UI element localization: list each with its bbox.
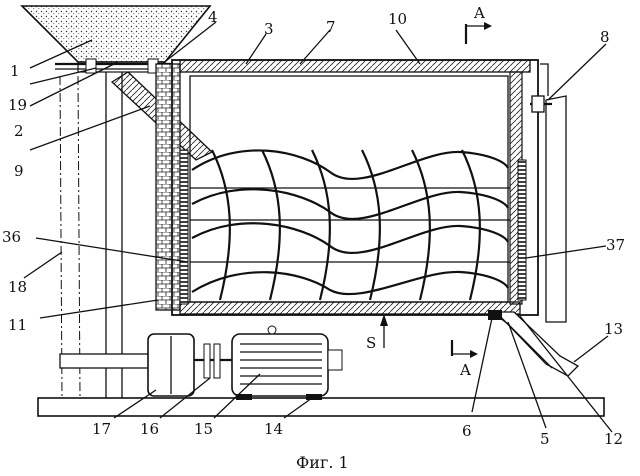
- support-posts: [60, 72, 122, 398]
- label-10: 10: [388, 10, 407, 28]
- label-6: 6: [462, 422, 472, 440]
- label-9: 9: [14, 162, 24, 180]
- section-marker-top-label: A: [473, 4, 485, 22]
- label-5: 5: [540, 430, 550, 448]
- label-13: 13: [604, 320, 623, 338]
- base-frame: [38, 398, 604, 416]
- label-7: 7: [326, 18, 336, 36]
- left-end-wall: [156, 64, 180, 310]
- figure-caption: Фиг. 1: [296, 453, 349, 472]
- drive-shaft: [60, 354, 152, 368]
- label-2: 2: [14, 122, 24, 140]
- flow-arrow: S: [366, 314, 388, 352]
- section-marker-bottom-label: A: [459, 361, 471, 379]
- label-11: 11: [8, 316, 27, 334]
- gearbox: [148, 334, 194, 396]
- label-18: 18: [8, 278, 27, 296]
- label-15: 15: [194, 420, 213, 438]
- label-1: 1: [10, 62, 20, 80]
- label-17: 17: [92, 420, 111, 438]
- label-12: 12: [604, 430, 623, 448]
- coupling: [194, 344, 232, 378]
- label-16: 16: [140, 420, 159, 438]
- electric-motor: [232, 326, 342, 400]
- screw-flights: [190, 150, 510, 300]
- section-marker-bottom: A: [452, 340, 478, 379]
- flow-label: S: [366, 334, 376, 352]
- label-4: 4: [208, 8, 218, 26]
- label-14: 14: [264, 420, 283, 438]
- label-19: 19: [8, 96, 27, 114]
- label-36: 36: [2, 228, 21, 246]
- label-3: 3: [264, 20, 274, 38]
- label-8: 8: [600, 28, 610, 46]
- label-37: 37: [606, 236, 625, 254]
- section-marker-top: A: [466, 4, 492, 44]
